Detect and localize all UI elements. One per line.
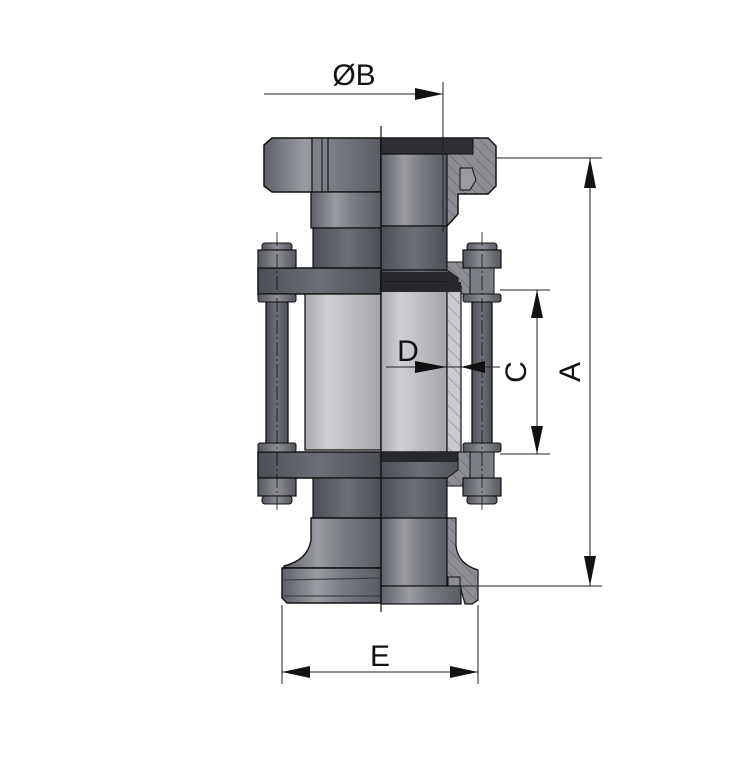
glass-tube [304, 281, 462, 462]
dimension-label-e: E [370, 640, 390, 673]
dimension-label-b: ØB [332, 59, 375, 92]
dimension-label-d: D [397, 335, 419, 368]
right-bolt-assembly [462, 232, 502, 512]
top-fitting [263, 137, 497, 271]
bottom-fitting [281, 477, 479, 605]
dimension-lines [264, 82, 602, 684]
left-bolt-assembly [257, 232, 297, 512]
dimension-label-a: A [554, 362, 587, 382]
dimension-label-c: C [500, 361, 533, 383]
